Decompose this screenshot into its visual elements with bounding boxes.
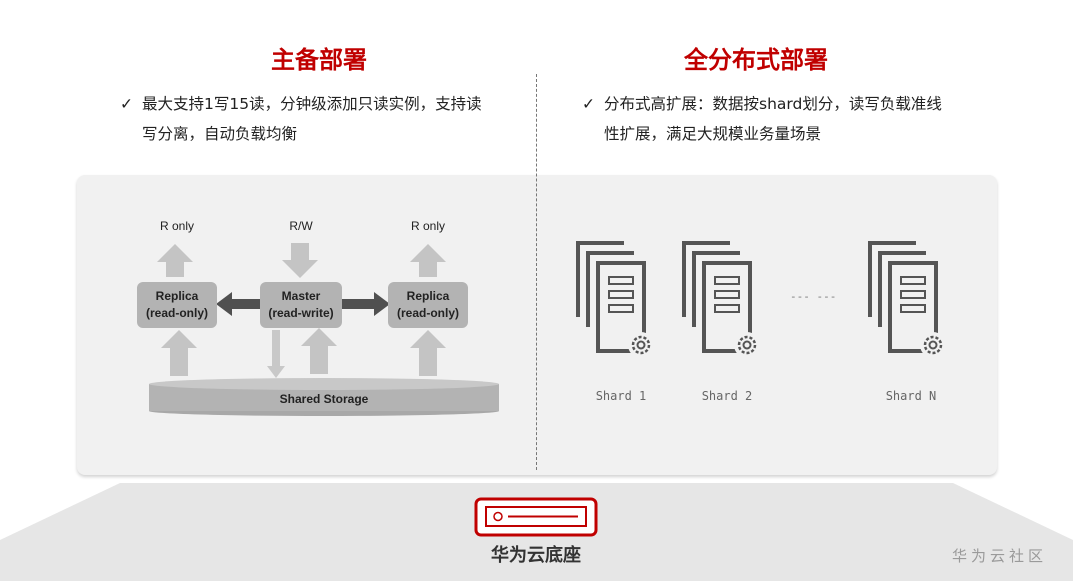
up-arrow-icon: [410, 244, 446, 277]
shard-label-1: Shard 1: [595, 389, 647, 403]
shard-ellipsis: --- ---: [790, 290, 837, 303]
left-title: 主备部署: [271, 46, 367, 74]
replica-left-node: Replica (read-only): [137, 282, 217, 328]
right-title: 全分布式部署: [684, 46, 828, 74]
check-icon: ✓: [120, 95, 133, 113]
shared-storage-label: Shared Storage: [279, 392, 369, 406]
up-arrow-icon: [410, 330, 446, 376]
right-bullet-line2: 性扩展，满足大规模业务量场景: [604, 125, 822, 143]
label-rw: R/W: [289, 219, 313, 233]
watermark: 华为云社区: [952, 547, 1048, 565]
master-title: Master: [281, 289, 321, 303]
up-arrow-icon: [301, 328, 337, 374]
left-bullet-line2: 写分离，自动负载均衡: [142, 125, 298, 143]
down-arrow-icon: [282, 243, 318, 278]
shard-2-server-icon: [682, 241, 762, 360]
replica-left-subtitle: (read-only): [145, 306, 208, 320]
shard-n-server-icon: [868, 241, 948, 360]
shard-label-n: Shard N: [885, 389, 937, 403]
master-node: Master (read-write): [260, 282, 342, 328]
replica-left-title: Replica: [155, 289, 199, 303]
check-icon: ✓: [582, 95, 595, 113]
replica-right-node: Replica (read-only): [388, 282, 468, 328]
master-subtitle: (read-write): [268, 306, 334, 320]
left-arrow-icon: [216, 292, 262, 316]
right-bullet-line1: 分布式高扩展：数据按shard划分，读写负载准线: [604, 95, 942, 113]
up-arrow-icon: [161, 330, 197, 376]
diagram-panel: [77, 175, 997, 475]
replica-right-subtitle: (read-only): [396, 306, 459, 320]
label-r-only-right: R only: [410, 219, 445, 233]
left-bullet-line1: 最大支持1写15读，分钟级添加只读实例，支持读: [142, 95, 482, 113]
storage-top: [149, 378, 499, 390]
shard-1-server-icon: [576, 241, 656, 360]
right-arrow-icon: [340, 292, 390, 316]
shard-label-2: Shard 2: [701, 389, 753, 403]
section-divider: [536, 74, 537, 470]
server-rack-icon: [474, 497, 598, 537]
up-arrow-icon: [157, 244, 193, 277]
base-label: 华为云底座: [491, 545, 581, 566]
label-r-only-left: R only: [159, 219, 194, 233]
down-arrow-icon: [267, 330, 285, 378]
right-bullet: ✓ 分布式高扩展：数据按shard划分，读写负载准线 性扩展，满足大规模业务量场…: [582, 89, 1002, 149]
replica-right-title: Replica: [406, 289, 450, 303]
left-bullet: ✓ 最大支持1写15读，分钟级添加只读实例，支持读 写分离，自动负载均衡: [120, 89, 520, 149]
